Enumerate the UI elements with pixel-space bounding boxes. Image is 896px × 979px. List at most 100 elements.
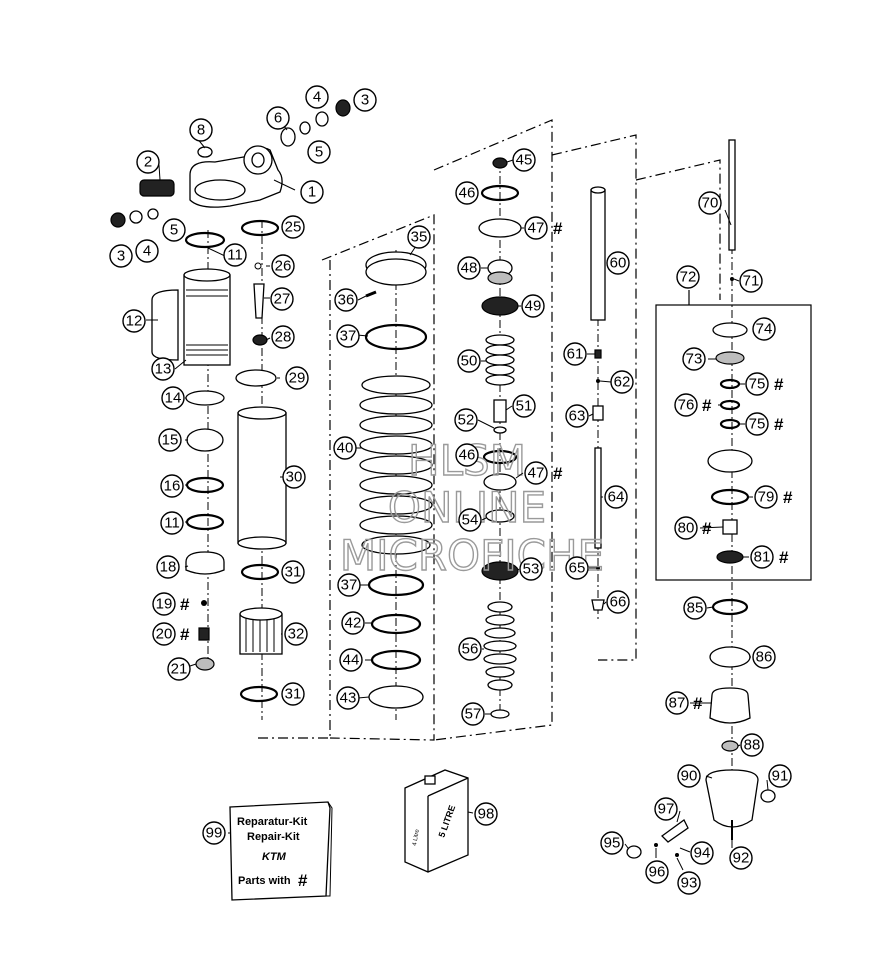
svg-text:88: 88 (744, 737, 761, 754)
callout-5b: 5 (162, 218, 186, 242)
reservoir-group (151, 231, 231, 671)
svg-text:73: 73 (686, 351, 703, 368)
svg-text:96: 96 (649, 864, 666, 881)
callout-37b: 37 (337, 573, 361, 597)
hash-87: # (693, 694, 703, 713)
callout-88: 88 (740, 733, 764, 757)
hash-47: # (553, 219, 563, 238)
callout-52: 52 (454, 408, 478, 432)
needle-64 (594, 447, 602, 549)
callout-40: 40 (333, 436, 357, 460)
callout-98: 98 (474, 802, 498, 826)
top-mount-group (110, 99, 351, 228)
svg-text:99: 99 (206, 825, 223, 842)
adjuster-knob (139, 179, 175, 197)
oil-can-side-label: 4 Litre (412, 828, 421, 846)
svg-text:72: 72 (680, 269, 697, 286)
svg-text:50: 50 (461, 353, 478, 370)
svg-text:31: 31 (285, 686, 302, 703)
callout-14: 14 (161, 386, 185, 410)
svg-text:3: 3 (117, 248, 125, 265)
callout-47b: 47 (524, 461, 548, 485)
svg-text:47: 47 (528, 220, 545, 237)
repair-kit-brand: KTM (262, 851, 287, 863)
svg-text:75: 75 (749, 416, 766, 433)
svg-text:43: 43 (340, 690, 357, 707)
callout-53: 53 (519, 557, 543, 581)
callout-19: 19 (152, 592, 176, 616)
callout-96: 96 (645, 860, 669, 884)
svg-text:31: 31 (285, 564, 302, 581)
spring-group (359, 251, 433, 709)
svg-text:48: 48 (461, 260, 478, 277)
piston-detail-frame (655, 304, 812, 581)
callout-81: 81 (750, 545, 774, 569)
svg-text:20: 20 (156, 626, 173, 643)
callout-64: 64 (604, 485, 628, 509)
callout-75b: 75 (745, 412, 769, 436)
svg-text:56: 56 (462, 641, 479, 658)
callout-28: 28 (271, 325, 295, 349)
svg-text:11: 11 (164, 515, 180, 532)
svg-text:86: 86 (756, 649, 773, 666)
callout-70: 70 (698, 191, 722, 215)
svg-text:44: 44 (343, 652, 360, 669)
callout-61: 61 (563, 342, 587, 366)
callout-51: 51 (512, 394, 536, 418)
svg-text:49: 49 (525, 298, 542, 315)
callout-80: 80 (674, 516, 698, 540)
svg-text:21: 21 (171, 661, 188, 678)
callout-93: 93 (677, 871, 701, 895)
svg-text:35: 35 (411, 229, 428, 246)
bolt-8 (197, 146, 213, 158)
callout-32: 32 (284, 622, 308, 646)
svg-text:57: 57 (465, 706, 482, 723)
callout-94: 94 (690, 841, 714, 865)
callout-71: 71 (739, 269, 763, 293)
callout-31b: 31 (281, 682, 305, 706)
svg-text:29: 29 (289, 370, 306, 387)
callout-91: 91 (768, 764, 792, 788)
callout-37: 37 (336, 324, 360, 348)
callout-76: 76 (674, 393, 698, 417)
svg-text:25: 25 (285, 219, 302, 236)
callout-42: 42 (341, 611, 365, 635)
cap-18 (185, 551, 225, 575)
callout-63: 63 (565, 404, 589, 428)
svg-text:52: 52 (458, 412, 475, 429)
svg-text:11: 11 (227, 247, 243, 264)
svg-text:87: 87 (669, 695, 686, 712)
callout-99: 99 (202, 821, 226, 845)
svg-text:36: 36 (338, 292, 355, 309)
callout-1: 1 (300, 180, 324, 204)
hash-76: # (702, 396, 712, 415)
callout-3b: 3 (109, 244, 133, 268)
callout-25: 25 (281, 215, 305, 239)
svg-text:40: 40 (337, 440, 354, 457)
callout-46b: 46 (455, 443, 479, 467)
svg-text:18: 18 (160, 559, 177, 576)
svg-text:65: 65 (569, 560, 586, 577)
callout-49: 49 (521, 294, 545, 318)
callout-5: 5 (307, 140, 331, 164)
piston-53 (481, 561, 519, 581)
spring-40 (359, 375, 433, 555)
callout-48: 48 (457, 256, 481, 280)
callout-21: 21 (167, 657, 191, 681)
svg-text:71: 71 (743, 273, 760, 290)
callout-50: 50 (457, 349, 481, 373)
repair-kit-hash: # (298, 871, 308, 890)
svg-text:15: 15 (162, 432, 179, 449)
callout-92: 92 (729, 846, 753, 870)
callout-74: 74 (752, 317, 776, 341)
callout-3: 3 (353, 88, 377, 112)
svg-text:90: 90 (681, 768, 698, 785)
hash-81: # (779, 548, 789, 567)
svg-text:81: 81 (754, 549, 771, 566)
callout-8: 8 (189, 118, 213, 142)
callout-90: 90 (677, 764, 701, 788)
callout-54: 54 (458, 508, 482, 532)
valve-stack-group (478, 157, 522, 719)
callout-87: 87 (665, 691, 689, 715)
